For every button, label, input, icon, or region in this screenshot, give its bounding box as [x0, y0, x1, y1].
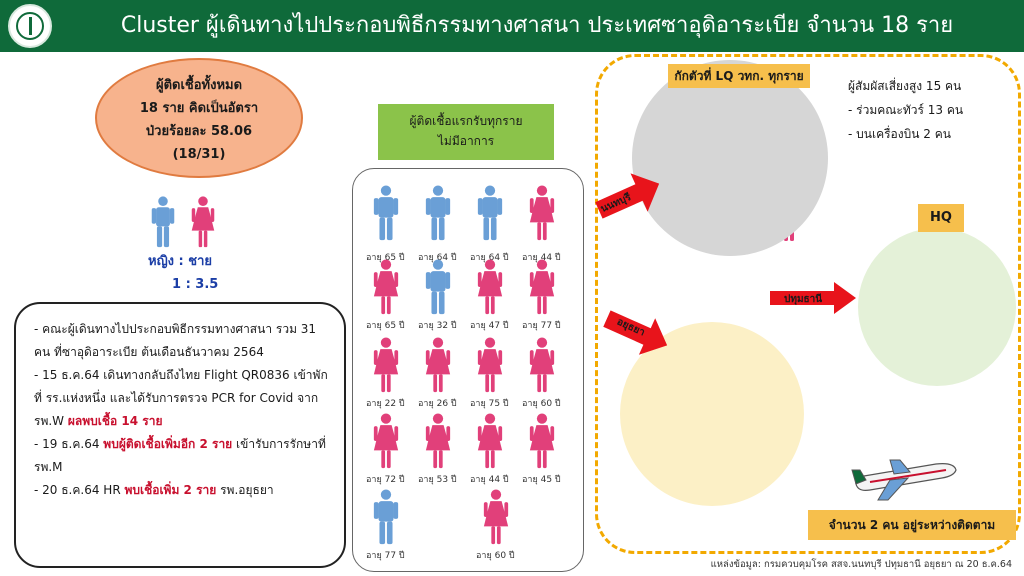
timeline-item-4-suffix: รพ.อยุธยา	[216, 483, 274, 497]
female-patient-icon	[528, 412, 556, 470]
timeline-item-4-text: - 20 ธ.ค.64 HR	[34, 483, 125, 497]
patient-age-label: อายุ 60 ปี	[476, 551, 515, 561]
summary-line-2: 18 ราย คิดเป็นอัตรา	[139, 101, 259, 116]
following-up-label: จำนวน 2 คน อยู่ระหว่างติดตาม	[808, 510, 1016, 540]
timeline-item-2-text: - 15 ธ.ค.64 เดินทางกลับถึงไทย Flight QR0…	[34, 368, 328, 428]
lq-quarantine-label: กักตัวที่ LQ วทก. ทุกราย	[668, 64, 810, 88]
header-bar: Cluster ผู้เดินทางไปประกอบพิธีกรรมทางศาส…	[0, 0, 1024, 52]
timeline-item-3: - 19 ธ.ค.64 พบผู้ติดเชื้อเพิ่มอีก 2 ราย …	[34, 433, 334, 479]
female-patient-icon	[372, 336, 400, 394]
hq-label: HQ	[918, 204, 964, 232]
contacts-line-3: - บนเครื่องบิน 2 คน	[848, 127, 951, 141]
moph-logo-icon	[8, 4, 52, 48]
female-person-icon	[188, 196, 218, 248]
timeline-item-3-highlight: พบผู้ติดเชื้อเพิ่มอีก 2 ราย	[103, 437, 233, 451]
timeline-item-1: - คณะผู้เดินทางไปประกอบพิธีกรรมทางศาสนา …	[34, 318, 334, 364]
female-patient-icon	[482, 488, 510, 546]
high-risk-contacts: ผู้สัมผัสเสี่ยงสูง 15 คน - ร่วมคณะทัวร์ …	[848, 74, 963, 146]
arrow-pathumthani-icon	[770, 282, 856, 314]
contacts-line-2: - ร่วมคณะทัวร์ 13 คน	[848, 103, 964, 117]
male-patient-icon	[372, 488, 400, 546]
patient-age-label: อายุ 47 ปี	[470, 321, 509, 331]
timeline-item-4: - 20 ธ.ค.64 HR พบเชื้อเพิ่ม 2 ราย รพ.อยุ…	[34, 479, 334, 502]
timeline-box: - คณะผู้เดินทางไปประกอบพิธีกรรมทางศาสนา …	[14, 302, 346, 568]
female-patient-icon	[372, 412, 400, 470]
female-patient-icon	[372, 258, 400, 316]
asymptomatic-line-1: ผู้ติดเชื้อแรกรับทุกราย	[409, 114, 523, 128]
male-person-icon	[150, 196, 176, 248]
timeline-item-4-highlight: พบเชื้อเพิ่ม 2 ราย	[124, 483, 217, 497]
arrow-pathumthani-label: ปทุมธานี	[784, 294, 823, 305]
airplane-icon	[850, 450, 960, 502]
timeline-item-1-text: - คณะผู้เดินทางไปประกอบพิธีกรรมทางศาสนา …	[34, 322, 317, 359]
summary-line-1: ผู้ติดเชื้อทั้งหมด	[155, 78, 243, 93]
summary-line-3: ป่วยร้อยละ 58.06	[145, 124, 253, 139]
arrow-nonthaburi-icon	[590, 164, 667, 229]
patient-age-label: อายุ 77 ปี	[522, 321, 561, 331]
female-patient-icon	[476, 412, 504, 470]
contacts-line-1: ผู้สัมผัสเสี่ยงสูง 15 คน	[848, 79, 962, 93]
patient-age-label: อายุ 45 ปี	[522, 475, 561, 485]
summary-line-4: (18/31)	[172, 147, 226, 162]
patient-age-label: อายุ 22 ปี	[366, 399, 405, 409]
sex-ratio-values: 1 : 3.5	[172, 277, 219, 292]
female-patient-icon	[528, 178, 556, 248]
female-patient-icon	[424, 412, 452, 470]
pathumthani-hq-circle	[858, 228, 1016, 386]
patient-age-label: อายุ 26 ปี	[418, 399, 457, 409]
sex-ratio-labels: หญิง : ชาย	[148, 254, 212, 269]
female-patient-icon	[424, 336, 452, 394]
timeline-item-3-text: - 19 ธ.ค.64	[34, 437, 104, 451]
patient-age-label: อายุ 64 ปี	[470, 253, 509, 263]
patient-age-label: อายุ 77 ปี	[366, 551, 405, 561]
patient-age-label: อายุ 75 ปี	[470, 399, 509, 409]
contact-tracing-region	[595, 54, 1021, 554]
page-title: Cluster ผู้เดินทางไปประกอบพิธีกรรมทางศาส…	[120, 13, 954, 38]
patient-age-label: อายุ 44 ปี	[522, 253, 561, 263]
male-patient-icon	[372, 178, 400, 248]
ayutthaya-circle	[620, 322, 804, 506]
patient-age-label: อายุ 32 ปี	[418, 321, 457, 331]
male-patient-icon	[424, 178, 452, 248]
patient-age-label: อายุ 65 ปี	[366, 253, 405, 263]
patient-age-label: อายุ 60 ปี	[522, 399, 561, 409]
female-patient-icon	[528, 336, 556, 394]
female-patient-icon	[476, 336, 504, 394]
timeline-item-2: - 15 ธ.ค.64 เดินทางกลับถึงไทย Flight QR0…	[34, 364, 334, 433]
data-source-note: แหล่งข้อมูล: กรมควบคุมโรค สสจ.นนทบุรี ปท…	[710, 559, 1012, 570]
summary-oval: ผู้ติดเชื้อทั้งหมด 18 ราย คิดเป็นอัตรา ป…	[95, 58, 303, 178]
nonthaburi-lq-circle	[632, 60, 828, 256]
female-patient-icon	[476, 258, 504, 316]
asymptomatic-line-2: ไม่มีอาการ	[437, 134, 495, 148]
patient-age-label: อายุ 64 ปี	[418, 253, 457, 263]
arrow-ayutthaya-icon	[599, 300, 676, 363]
patient-age-label: อายุ 65 ปี	[366, 321, 405, 331]
patient-age-label: อายุ 72 ปี	[366, 475, 405, 485]
male-patient-icon	[424, 258, 452, 316]
asymptomatic-label: ผู้ติดเชื้อแรกรับทุกราย ไม่มีอาการ	[378, 104, 554, 160]
patients-box	[352, 168, 584, 572]
timeline-item-2-highlight: ผลพบเชื้อ 14 ราย	[67, 414, 163, 428]
patient-age-label: อายุ 44 ปี	[470, 475, 509, 485]
timeline-item-3-suffix: เข้ารับการรักษาที่ รพ.M	[34, 437, 326, 474]
female-patient-icon	[528, 258, 556, 316]
male-patient-icon	[476, 178, 504, 248]
patient-age-label: อายุ 53 ปี	[418, 475, 457, 485]
